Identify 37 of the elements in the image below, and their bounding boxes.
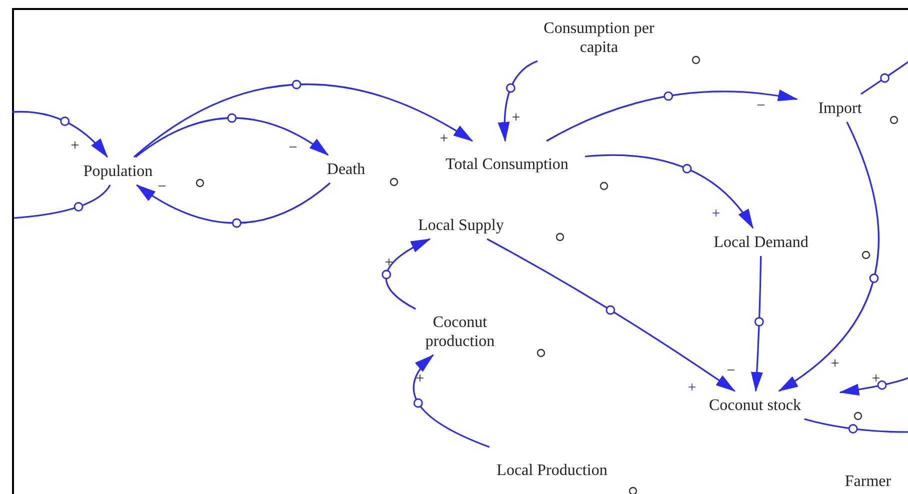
polarity-sign: − — [756, 98, 766, 114]
arrow — [135, 117, 329, 158]
variable-label: Coconut production — [424, 313, 496, 351]
polarity-sign: − — [726, 363, 736, 379]
polarity-sign: + — [440, 131, 448, 147]
variable-label: Total Consumption — [446, 154, 568, 174]
arrow — [136, 182, 331, 224]
variable-label: Local Demand — [714, 232, 808, 252]
variable-label: Local Supply — [418, 216, 504, 234]
polarity-sign: + — [416, 371, 424, 387]
arrow — [486, 238, 736, 392]
polarity-sign: + — [384, 255, 394, 271]
arrow — [839, 377, 908, 396]
arrow — [133, 84, 474, 158]
arrow — [412, 354, 490, 448]
arrow — [385, 238, 431, 310]
polarity-sign: + — [872, 371, 880, 387]
arrow — [498, 60, 538, 142]
arrow — [12, 110, 108, 158]
variable-label: Local Production — [496, 460, 608, 480]
variable-label: Import — [818, 98, 862, 118]
polarity-sign: + — [688, 380, 696, 396]
polarity-sign: − — [288, 140, 298, 156]
polarity-sign: + — [712, 206, 720, 222]
variable-label: Farmer — [844, 472, 892, 490]
variable-label: Death — [326, 160, 366, 178]
variable-label: Consumption per capita — [542, 19, 656, 57]
variable-label: Coconut stock — [709, 396, 801, 414]
variable-label: Population — [83, 162, 153, 180]
arrow — [546, 90, 798, 142]
polarity-sign: + — [512, 110, 520, 126]
polarity-sign: − — [158, 179, 166, 195]
polarity-sign: + — [70, 138, 80, 154]
arrow — [750, 256, 763, 392]
arrow — [584, 154, 754, 229]
polarity-sign: + — [830, 356, 840, 372]
arrow — [778, 122, 880, 392]
